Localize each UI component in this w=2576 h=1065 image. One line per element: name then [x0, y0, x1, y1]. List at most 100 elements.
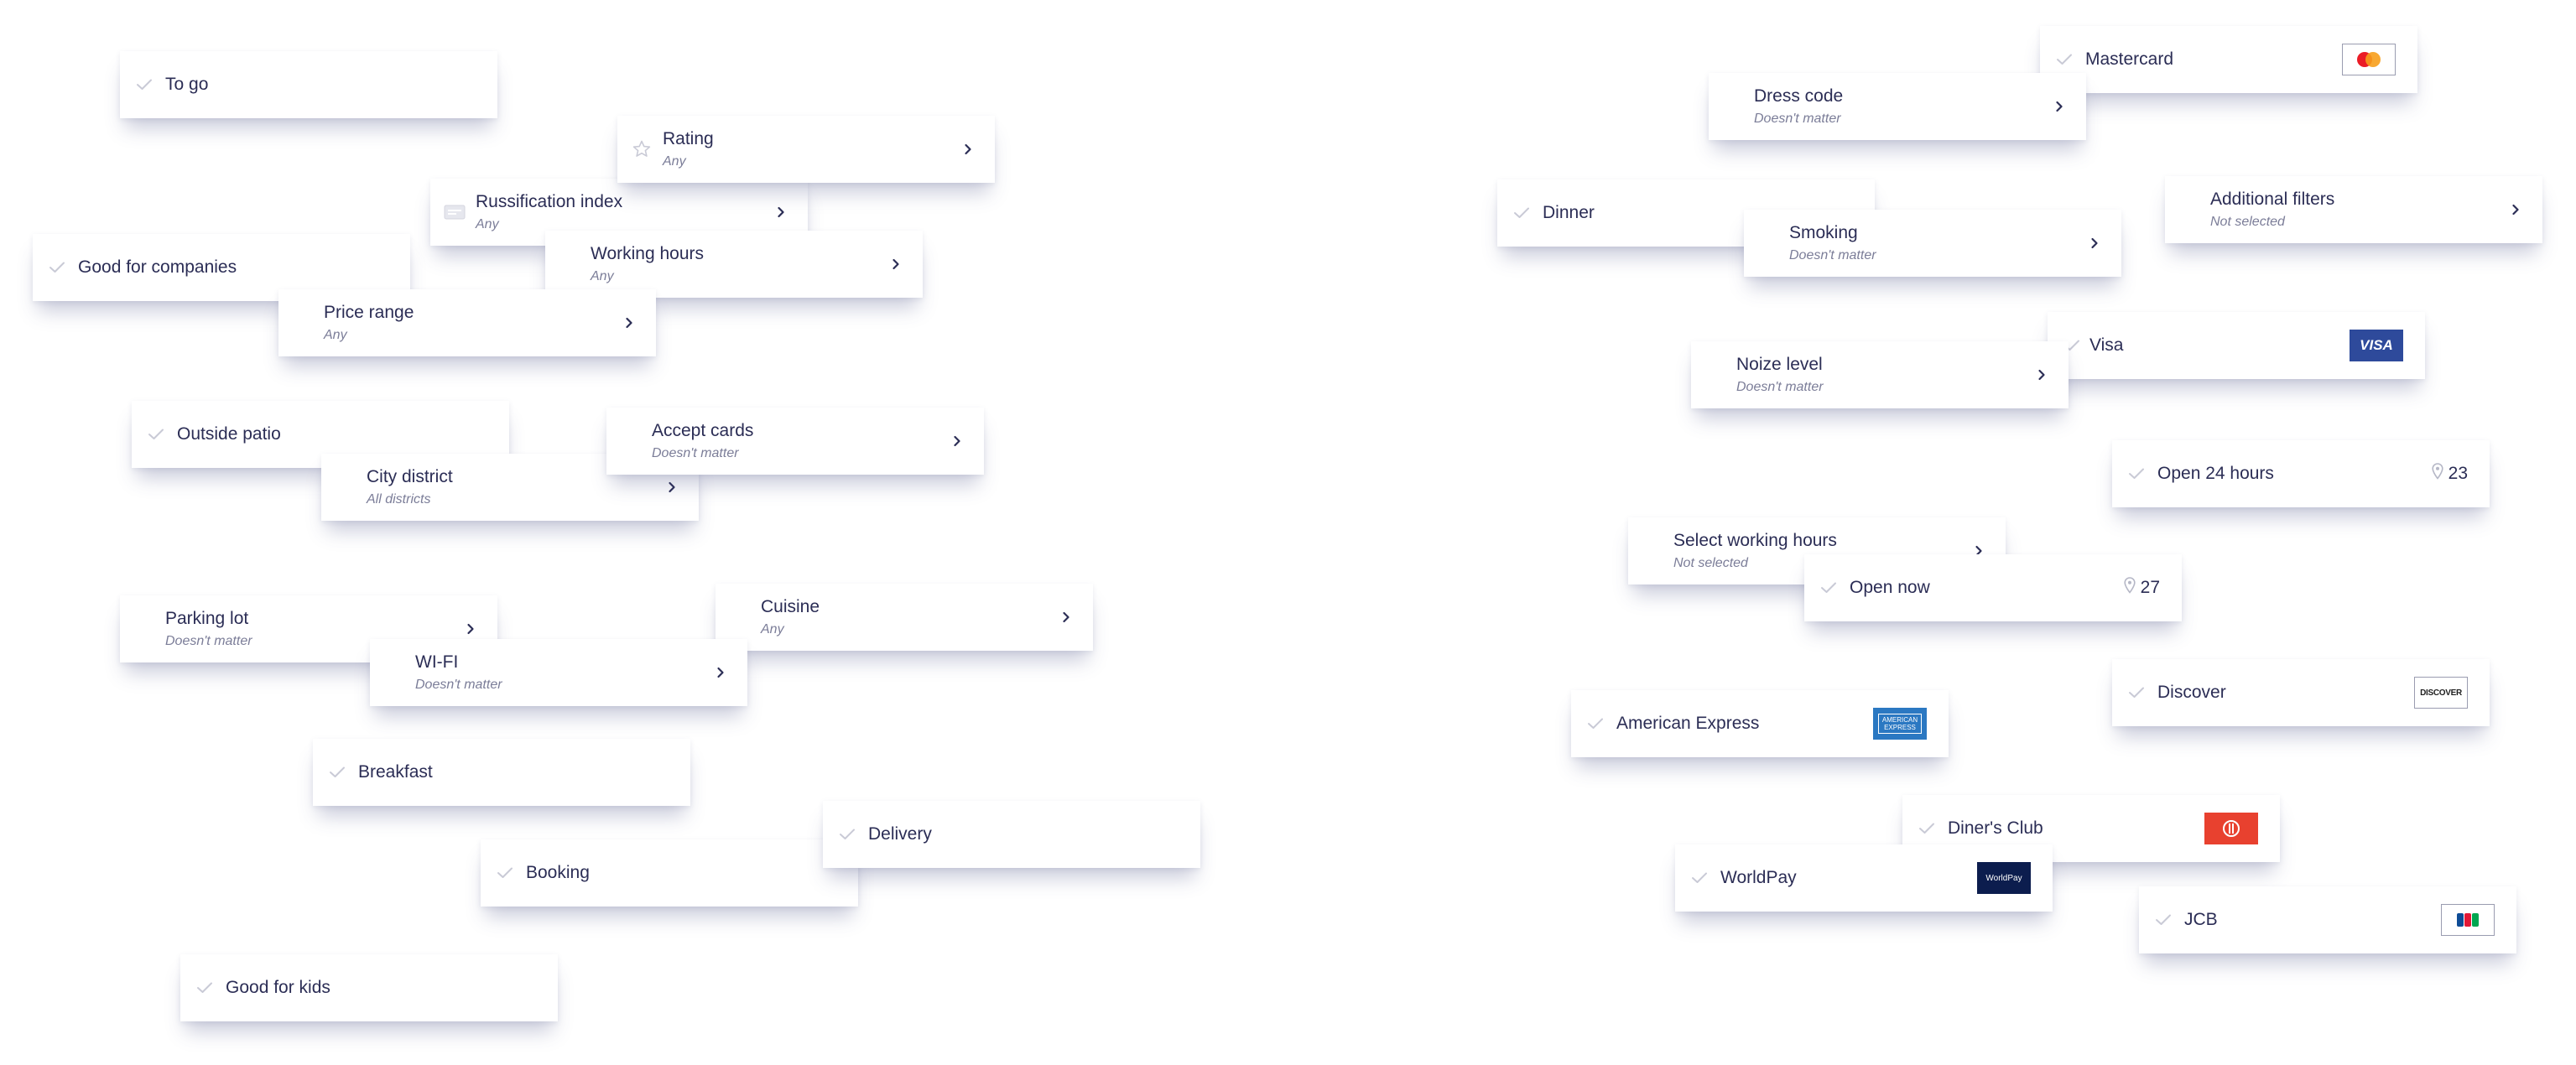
filter-label: WorldPay: [1720, 868, 1797, 887]
payment-american-express[interactable]: American Express AMERICAN EXPRESS: [1571, 690, 1949, 757]
payment-jcb[interactable]: JCB: [2139, 886, 2516, 953]
filter-label: Russification index: [476, 192, 623, 211]
russification-icon: [444, 201, 466, 223]
check-icon: [494, 862, 516, 884]
check-icon: [1689, 867, 1710, 889]
filter-label: Visa: [2089, 335, 2124, 355]
filter-open-now[interactable]: Open now 27: [1804, 554, 2182, 621]
filter-value: Doesn't matter: [415, 678, 502, 692]
payment-discover[interactable]: Discover DISCOVER: [2112, 659, 2490, 726]
filter-label: Good for companies: [78, 257, 237, 277]
chevron-right-icon: [2035, 368, 2048, 382]
filter-noize-level[interactable]: Noize level Doesn't matter: [1691, 341, 2069, 408]
filter-booking[interactable]: Booking: [481, 839, 858, 907]
filter-open-24-hours[interactable]: Open 24 hours 23: [2112, 440, 2490, 507]
filter-label: Cuisine: [761, 597, 820, 616]
check-icon: [1511, 202, 1533, 224]
check-icon: [194, 977, 216, 999]
filter-label: Working hours: [591, 244, 705, 263]
filter-label: Parking lot: [165, 609, 249, 628]
map-pin-icon: [2432, 463, 2443, 485]
amex-logo-icon: AMERICAN EXPRESS: [1873, 708, 1927, 740]
filter-value: Not selected: [1673, 556, 1748, 570]
check-icon: [46, 257, 68, 278]
filter-value: Doesn't matter: [165, 634, 252, 648]
filter-price-range[interactable]: Price range Any: [278, 289, 656, 356]
discover-logo-icon: DISCOVER: [2414, 677, 2468, 709]
filter-accept-cards[interactable]: Accept cards Doesn't matter: [606, 408, 984, 475]
worldpay-logo-text: WorldPay: [1985, 873, 2022, 883]
filter-label: Noize level: [1736, 355, 1823, 374]
chevron-right-icon: [665, 481, 679, 494]
diners-club-logo-icon: [2204, 813, 2258, 844]
chevron-right-icon: [2088, 236, 2101, 250]
result-count: 23: [2432, 463, 2468, 485]
filter-label: City district: [367, 467, 453, 486]
filter-value: Doesn't matter: [652, 446, 739, 460]
filter-label: WI-FI: [415, 652, 459, 672]
visa-logo-icon: VISA: [2350, 330, 2403, 361]
check-icon: [145, 423, 167, 445]
payment-worldpay[interactable]: WorldPay WorldPay: [1675, 844, 2053, 912]
filter-label: Delivery: [868, 824, 932, 844]
chevron-right-icon: [464, 622, 477, 636]
filter-value: Not selected: [2210, 215, 2285, 229]
check-icon: [2126, 682, 2147, 704]
filter-wifi[interactable]: WI-FI Doesn't matter: [370, 639, 747, 706]
chevron-right-icon: [961, 143, 975, 156]
filter-good-for-kids[interactable]: Good for kids: [180, 954, 558, 1021]
payment-mastercard[interactable]: Mastercard: [2040, 26, 2417, 93]
check-icon: [2126, 463, 2147, 485]
filter-working-hours[interactable]: Working hours Any: [545, 231, 923, 298]
filter-dress-code[interactable]: Dress code Doesn't matter: [1709, 73, 2086, 140]
result-count: 27: [2124, 577, 2160, 599]
filter-smoking[interactable]: Smoking Doesn't matter: [1744, 210, 2121, 277]
filter-label: Dinner: [1543, 203, 1595, 222]
filter-label: JCB: [2184, 910, 2218, 929]
filter-value: Any: [663, 154, 686, 169]
filter-label: Good for kids: [226, 978, 330, 997]
filter-label: Price range: [324, 303, 414, 322]
filter-label: Diner's Club: [1948, 818, 2043, 838]
filter-label: To go: [165, 75, 209, 94]
check-icon: [326, 761, 348, 783]
filter-value: Doesn't matter: [1754, 112, 1841, 126]
filter-label: Discover: [2157, 683, 2226, 702]
chevron-right-icon: [622, 316, 636, 330]
filter-cuisine[interactable]: Cuisine Any: [716, 584, 1093, 651]
filter-to-go[interactable]: To go: [120, 51, 497, 118]
chevron-right-icon: [1972, 544, 1985, 558]
filter-good-for-companies[interactable]: Good for companies: [33, 234, 410, 301]
filter-label: Mastercard: [2085, 49, 2174, 69]
check-icon: [133, 74, 155, 96]
chevron-right-icon: [714, 666, 727, 679]
chevron-right-icon: [2509, 203, 2522, 216]
chevron-right-icon: [1059, 610, 1073, 624]
filter-label: Smoking: [1789, 223, 1858, 242]
payment-visa[interactable]: Visa VISA: [2048, 312, 2425, 379]
amex-logo-text: AMERICAN EXPRESS: [1878, 714, 1922, 734]
filter-value: Any: [324, 328, 347, 342]
check-icon: [836, 823, 858, 845]
visa-logo-text: VISA: [2360, 337, 2393, 353]
check-icon: [1818, 577, 1840, 599]
map-pin-icon: [2124, 577, 2136, 599]
filter-label: Select working hours: [1673, 531, 1837, 550]
filter-rating[interactable]: Rating Any: [617, 116, 995, 183]
filter-value: All districts: [367, 492, 431, 507]
filter-label: Booking: [526, 863, 590, 882]
result-count-value: 27: [2140, 578, 2160, 597]
filter-label: Open now: [1850, 578, 1930, 597]
worldpay-logo-icon: WorldPay: [1977, 862, 2031, 894]
filter-breakfast[interactable]: Breakfast: [313, 739, 690, 806]
chevron-right-icon: [950, 434, 964, 448]
filter-label: Open 24 hours: [2157, 464, 2274, 483]
result-count-value: 23: [2448, 464, 2468, 483]
filter-label: American Express: [1616, 714, 1760, 733]
filter-delivery[interactable]: Delivery: [823, 801, 1200, 868]
check-icon: [2152, 909, 2174, 931]
jcb-logo-icon: [2441, 904, 2495, 936]
chevron-right-icon: [889, 257, 903, 271]
filter-additional-filters[interactable]: Additional filters Not selected: [2165, 176, 2542, 243]
filter-label: Accept cards: [652, 421, 754, 440]
